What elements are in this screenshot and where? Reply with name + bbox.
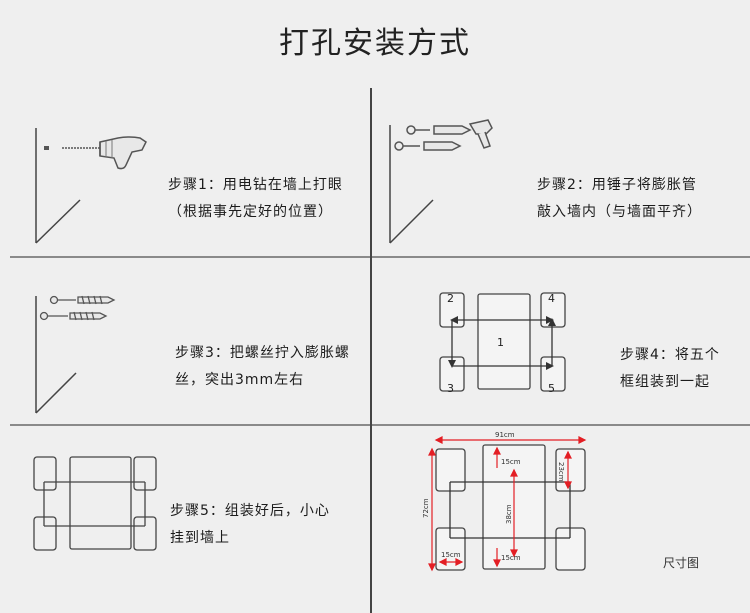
dimension-bottom-left: 15cm	[441, 551, 461, 559]
size-chart-label: 尺寸图	[663, 556, 700, 570]
step-1-text: 步骤1：用电钻在墙上打眼 （根据事先定好的位置）	[168, 177, 343, 220]
frame-center	[477, 293, 531, 390]
divider-column	[370, 88, 372, 613]
step-3-text: 步骤3：把螺丝拧入膨胀螺 丝，突出3mm左右	[175, 345, 350, 388]
frame-number-1: 1	[497, 336, 504, 349]
frame-number-3: 3	[447, 382, 454, 395]
frame-number-5: 5	[548, 382, 555, 395]
frame-number-4: 4	[548, 292, 555, 305]
frame-number-2: 2	[447, 292, 454, 305]
dimension-center-top: 15cm	[501, 458, 521, 466]
frame-bottom-left	[33, 516, 57, 551]
step-4-text: 步骤4：将五个 框组装到一起	[620, 347, 720, 390]
step-5-text: 步骤5：组装好后，小心 挂到墙上	[170, 503, 330, 546]
step-2-text: 步骤2：用锤子将膨胀管 敲入墙内（与墙面平齐）	[537, 177, 702, 220]
dimension-center-bottom: 15cm	[501, 554, 521, 562]
frame-top-left	[33, 456, 57, 491]
page-title: 打孔安装方式	[279, 26, 471, 61]
dimension-small-right: 23cm	[557, 462, 565, 482]
hammer-icon	[394, 119, 493, 151]
divider-row-2	[10, 424, 750, 426]
screw-icon	[39, 295, 116, 321]
dimension-height: 72cm	[422, 498, 430, 518]
divider-row-1	[10, 256, 750, 258]
dimension-arrows	[428, 436, 587, 572]
drill-icon	[44, 136, 147, 170]
dimension-width: 91cm	[495, 431, 515, 439]
frame-center	[69, 456, 132, 550]
dimension-center-height: 38cm	[505, 504, 513, 524]
